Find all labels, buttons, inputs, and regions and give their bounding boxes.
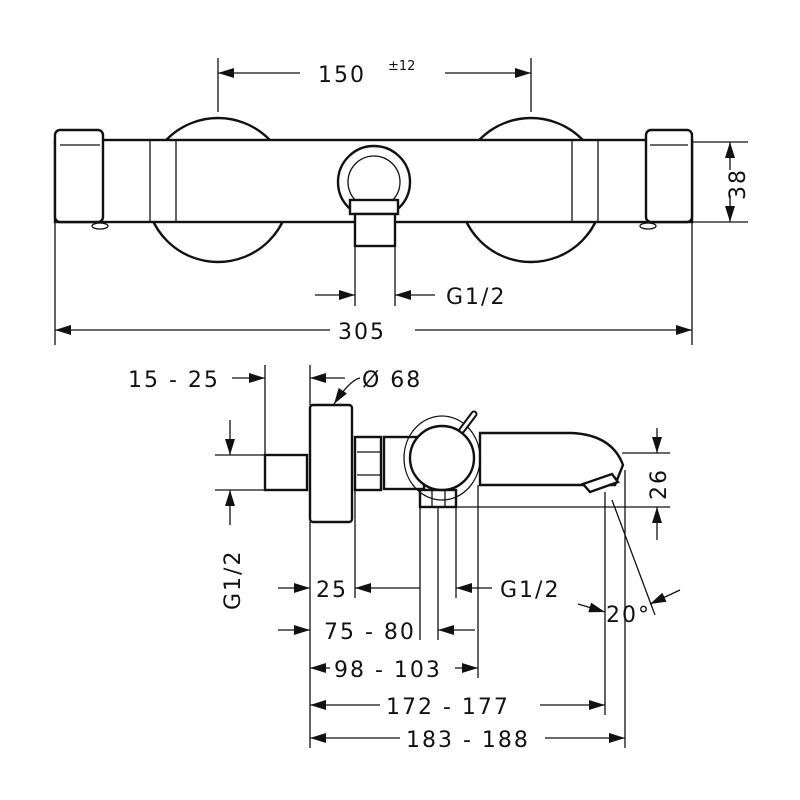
bottom-thread-label: G1/2 xyxy=(500,578,560,603)
spout xyxy=(478,431,625,487)
rosette-spacing-label: 150 xyxy=(318,63,366,88)
cartridge-housing xyxy=(408,424,476,492)
spout-height-label: 26 xyxy=(647,468,672,500)
body-height-label: 38 xyxy=(726,168,751,200)
dim-183-188-label: 183 - 188 xyxy=(406,728,530,753)
dim-98-103-label: 98 - 103 xyxy=(334,658,442,683)
spout-angle-label: 20° xyxy=(606,603,651,628)
outlet-thread-label: G1/2 xyxy=(446,285,506,310)
wall-offset-label: 15 - 25 xyxy=(128,368,220,393)
inlet-thread-label: G1/2 xyxy=(221,550,246,610)
rosette-depth-label: 25 xyxy=(316,578,348,603)
top-view: 150 ±12 38 G1/2 305 xyxy=(53,58,751,345)
outlet-nut xyxy=(348,198,400,216)
dim-75-80-label: 75 - 80 xyxy=(324,620,416,645)
connector-nut xyxy=(353,435,383,492)
dim-172-177-label: 172 - 177 xyxy=(386,695,510,720)
inlet-stub xyxy=(263,453,309,492)
outlet-stub xyxy=(353,212,397,248)
wall-rosette xyxy=(308,403,354,524)
aerator xyxy=(580,472,620,494)
rosette-diameter-label: Ø 68 xyxy=(362,368,422,393)
rosette-tolerance-label: ±12 xyxy=(388,59,415,74)
overall-width-label: 305 xyxy=(338,320,386,345)
right-handle xyxy=(644,128,694,224)
left-handle xyxy=(53,128,105,224)
side-view: 15 - 25 Ø 68 G1/2 26 25 G1/2 75 - 80 98 … xyxy=(128,365,681,753)
